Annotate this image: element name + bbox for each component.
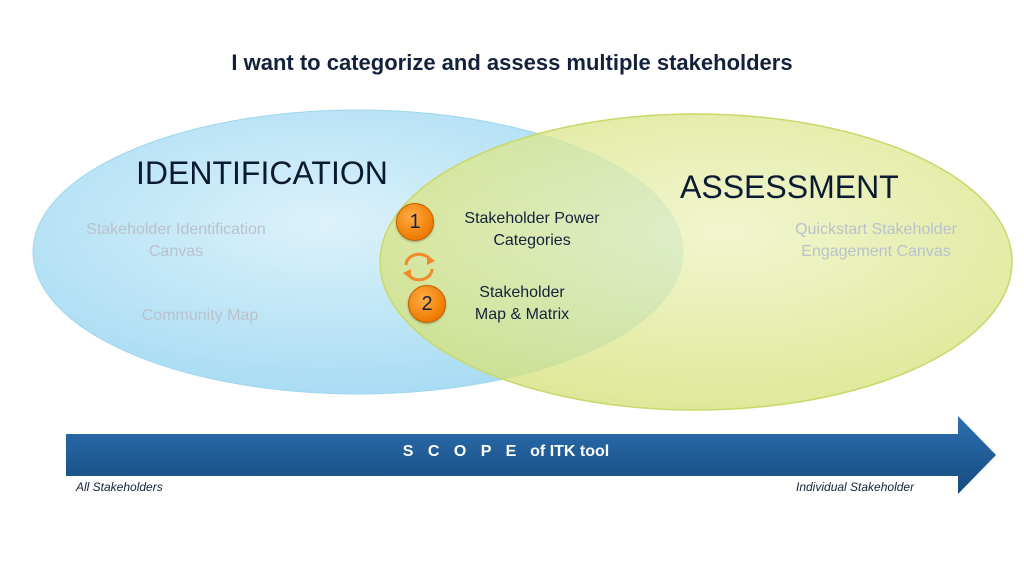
assessment-heading: ASSESSMENT [680,169,899,205]
scope-rest: of ITK tool [530,443,610,460]
scope-arrow-label: S C O P E of ITK tool [66,443,946,461]
cycle-arrows-icon [403,252,435,282]
identification-heading: IDENTIFICATION [136,155,388,191]
assessment-item-canvas: Quickstart Stakeholder Engagement Canvas [795,221,957,260]
slide-title: I want to categorize and assess multiple… [231,50,793,75]
scope-arrow [66,416,996,494]
assessment-ellipse [379,113,1013,411]
step-2-badge: 2 [408,285,446,323]
identification-item-canvas: Stakeholder Identification Canvas [86,221,266,260]
step-1-label: Stakeholder Power Categories [464,210,600,249]
all-stakeholders-label: All Stakeholders [76,480,163,494]
individual-stakeholder-label: Individual Stakeholder [796,480,915,494]
step-1-badge: 1 [396,203,434,241]
identification-item-community-map: Community Map [141,307,259,324]
step-2-label: Stakeholder Map & Matrix [474,284,570,323]
scope-word: S C O P E [402,443,522,460]
